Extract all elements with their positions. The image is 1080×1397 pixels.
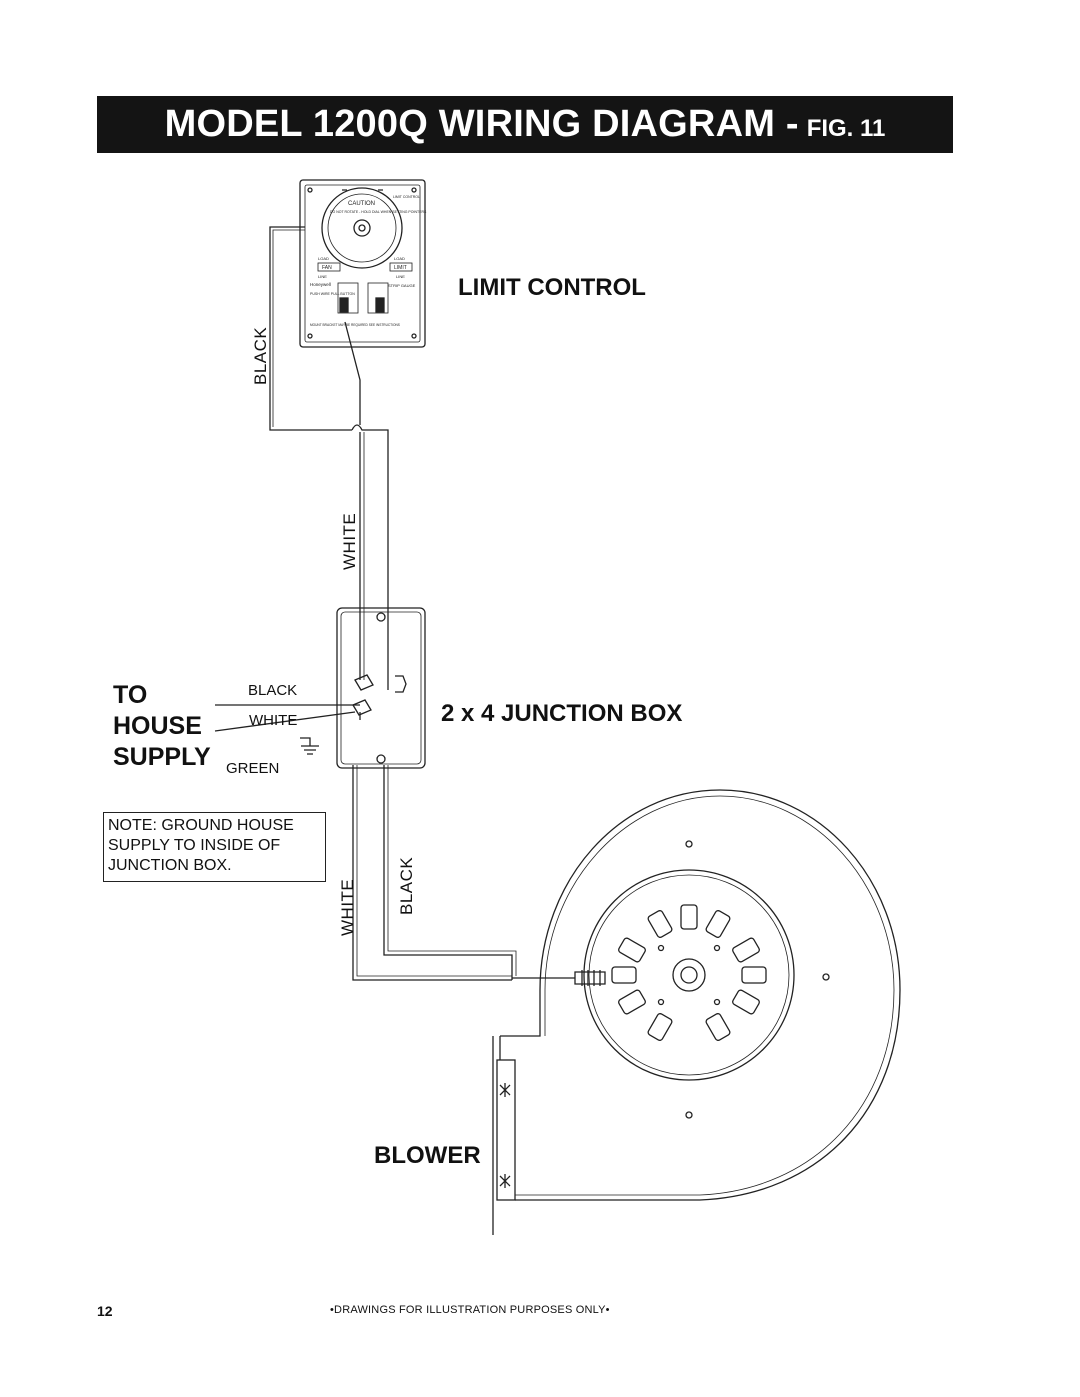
junction-box-label: 2 x 4 JUNCTION BOX: [441, 700, 683, 727]
push-wire-text: PUSH WIRE PULL BUTTON: [310, 292, 355, 296]
supply-black-label: BLACK: [248, 682, 298, 699]
line-left-text: LINE: [318, 274, 327, 279]
white-wire-top: [344, 321, 361, 425]
bottom-black-label: BLACK: [397, 856, 416, 915]
limit-control-label: LIMIT CONTROL: [458, 274, 646, 301]
supply-white-label: WHITE: [249, 712, 298, 729]
limit-caution-text: CAUTION: [348, 201, 375, 207]
top-white-label: WHITE: [340, 512, 359, 570]
limit-warning-text: DO NOT ROTATE - HOLD DIAL WHEN SETTING P…: [330, 210, 427, 214]
supply-white-wire: [214, 711, 356, 732]
brand-text: Honeywell: [310, 282, 331, 287]
house-label: HOUSE: [113, 712, 202, 740]
bottom-white-label: WHITE: [338, 878, 357, 936]
load-right-text: LOAD: [394, 256, 405, 261]
page-number: 12: [97, 1303, 113, 1319]
strip-gauge-text: STRIP GAUGE: [388, 283, 416, 288]
diagram-title: MODEL 1200Q WIRING DIAGRAM -: [164, 103, 799, 145]
figure-number: FIG. 11: [806, 114, 886, 142]
limit-text: LIMIT: [394, 265, 407, 271]
junction-box: [336, 607, 426, 769]
ground-note: NOTE: GROUND HOUSE SUPPLY TO INSIDE OF J…: [103, 812, 326, 882]
line-right-text: LINE: [396, 274, 405, 279]
fan-text: FAN: [322, 265, 332, 271]
to-label: TO: [113, 681, 148, 709]
blower-label: BLOWER: [374, 1142, 481, 1169]
load-left-text: LOAD: [318, 256, 329, 261]
blower-motor: [583, 869, 795, 1081]
black-wire-bottom: [383, 765, 513, 980]
limit-label-text: LIMIT CONTROL: [393, 195, 420, 199]
note-line-2: SUPPLY TO INSIDE OF: [108, 837, 281, 854]
note-line-1: NOTE: GROUND HOUSE: [108, 817, 294, 834]
top-black-label: BLACK: [251, 326, 270, 385]
supply-label: SUPPLY: [113, 743, 211, 771]
note-line-3: JUNCTION BOX.: [108, 857, 232, 874]
mount-text: MOUNT BRACKET MAY BE REQUIRED SEE INSTRU…: [310, 323, 400, 327]
title-bar: MODEL 1200Q WIRING DIAGRAM - FIG. 11: [97, 96, 953, 153]
footer-disclaimer: •DRAWINGS FOR ILLUSTRATION PURPOSES ONLY…: [330, 1304, 610, 1316]
ground-wire: [300, 737, 311, 746]
black-wire-top: [269, 226, 352, 431]
white-wire-bottom: [352, 765, 512, 981]
blower-housing: [500, 789, 901, 1201]
supply-green-label: GREEN: [226, 760, 280, 777]
limit-control-plate: [299, 179, 426, 348]
